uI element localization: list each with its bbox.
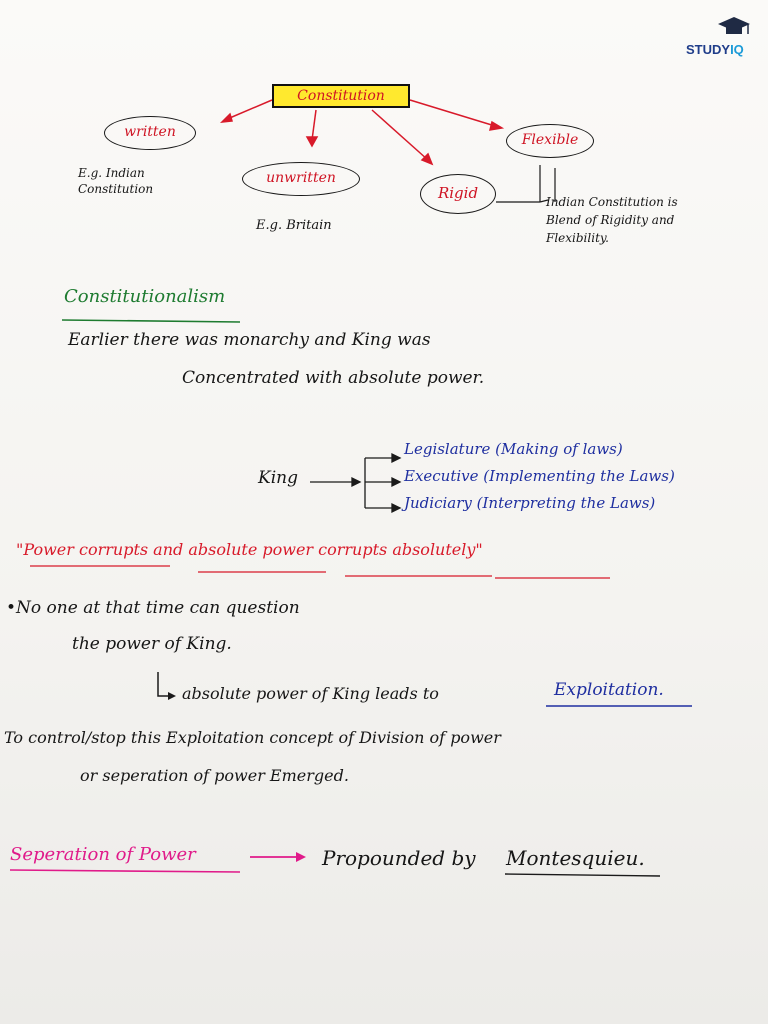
bullet-line-2: the power of King. (72, 634, 232, 654)
bullet-line-3: absolute power of King leads to (182, 684, 439, 703)
control-line-2: or seperation of power Emerged. (80, 766, 349, 785)
unwritten-example: E.g. Britain (256, 218, 332, 233)
montesquieu-name: Montesquieu. (506, 846, 645, 870)
rigid-oval: Rigid (420, 174, 496, 214)
graduation-cap-icon (718, 17, 750, 34)
control-line-1: To control/stop this Exploitation concep… (4, 728, 501, 747)
bullet-line-1: •No one at that time can question (6, 598, 300, 618)
written-example: E.g. Indian Constitution (78, 166, 154, 196)
power-quote: "Power corrupts and absolute power corru… (16, 540, 483, 559)
separation-label: Seperation of Power (10, 844, 196, 865)
constitution-box: Constitution (272, 84, 410, 108)
studyiq-logo: STUDYIQ (686, 14, 758, 64)
monarchy-line-2: Concentrated with absolute power. (182, 368, 485, 388)
blend-note: Indian Constitution is Blend of Rigidity… (546, 195, 678, 245)
judiciary-branch: Judiciary (Interpreting the Laws) (404, 494, 656, 512)
written-oval: written (104, 116, 196, 150)
exploitation-word: Exploitation. (554, 680, 664, 700)
logo-suffix: IQ (730, 42, 744, 57)
propounded-text: Propounded by (322, 846, 476, 870)
unwritten-oval: unwritten (242, 162, 360, 196)
executive-branch: Executive (Implementing the Laws) (404, 467, 675, 485)
logo-word: STUDY (686, 42, 731, 57)
monarchy-line-1: Earlier there was monarchy and King was (68, 330, 431, 350)
flexible-oval: Flexible (506, 124, 594, 158)
king-label: King (258, 468, 298, 488)
constitutionalism-heading: Constitutionalism (64, 286, 226, 307)
legislature-branch: Legislature (Making of laws) (404, 440, 623, 458)
